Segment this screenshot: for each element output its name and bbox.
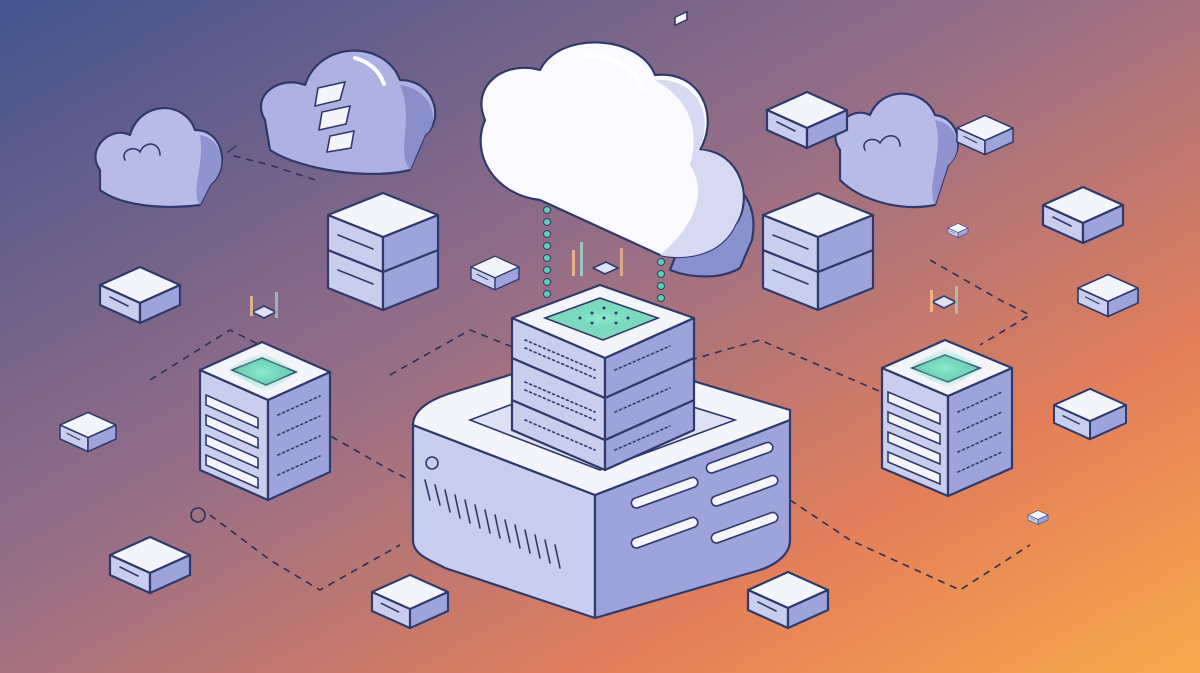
cloud-icon [479, 41, 755, 278]
server-rack-icon [198, 305, 332, 502]
cloud-icon [834, 92, 959, 209]
network-link-icon [149, 145, 1032, 591]
server-rack-icon [326, 191, 440, 312]
cloud-icon [259, 49, 437, 175]
data-chip-icon [250, 242, 958, 318]
server-rack-icon [880, 295, 1014, 498]
server-rack-icon [761, 191, 875, 312]
data-chip-icon [543, 206, 665, 302]
server-rack-icon [510, 10, 696, 472]
cloud-icon [94, 107, 224, 208]
